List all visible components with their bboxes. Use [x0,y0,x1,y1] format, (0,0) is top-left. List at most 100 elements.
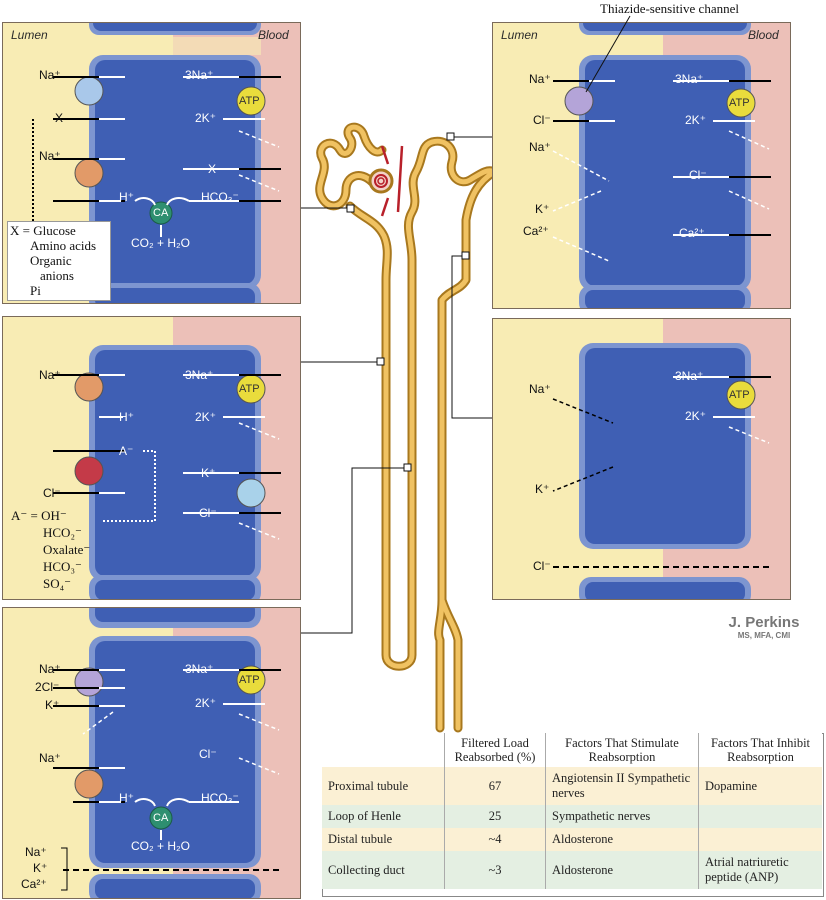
h-label: H⁺ [119,410,134,424]
blood-label: Blood [748,28,779,42]
atp-label: ATP [239,95,260,107]
table-header-row: Filtered Load Reabsorbed (%) Factors Tha… [322,733,822,767]
ca-out-label: Ca²⁺ [679,226,705,240]
collecting-duct-panel: Na⁺ K⁺ 3Na⁺ 2K⁺ Cl⁻ ATP [492,318,791,600]
cl-label: Cl⁻ [533,113,551,127]
artist-name: J. Perkins [728,614,800,631]
pct-cell: 25 [444,805,546,828]
thick-ascending-panel: Na⁺ H⁺ A⁻ Cl⁻ 3Na⁺ 2K⁺ K⁺ Cl⁻ ATP A⁻ = O… [2,316,301,600]
table-header-cell [322,733,445,767]
summary-table: Filtered Load Reabsorbed (%) Factors Tha… [322,733,822,889]
k-label: K⁺ [45,698,60,712]
hco3-label: HCO₃⁻ [201,190,239,204]
na-label: Na⁺ [39,68,61,82]
three-na-label: 3Na⁺ [185,68,214,82]
a-key-item: HCO₂⁻ [43,525,82,540]
table-header-cell: Filtered Load Reabsorbed (%) [444,733,546,767]
three-na-label: 3Na⁺ [675,72,704,86]
inhibit-cell [698,805,822,828]
segment-cell: Proximal tubule [328,778,409,793]
na-label: Na⁺ [529,382,551,396]
atp-label: ATP [729,97,750,109]
two-k-label: 2K⁺ [685,113,707,127]
table-header-cell: Factors That Inhibit Reabsorption [698,733,822,767]
para-ca-label: Ca²⁺ [21,877,47,891]
x-key-item: Pi [30,283,41,298]
x-key-head: X = Glucose [10,223,76,238]
distal-tubule-panel: Lumen Blood Na⁺ Cl⁻ Na⁺ K⁺ Ca²⁺ 3Na⁺ 2K⁺… [492,22,791,309]
cl-out-label: Cl⁻ [689,168,707,182]
cl-label: Cl⁻ [533,559,551,573]
stimulate-cell: Aldosterone [545,828,699,851]
hco3-label: HCO₃⁻ [201,791,239,805]
three-na-label: 3Na⁺ [675,369,704,383]
ca-label: Ca²⁺ [523,224,549,238]
k-label: K⁺ [201,466,216,480]
lumen-label: Lumen [501,28,538,42]
atp-label: ATP [239,383,260,395]
pct-cell: ~4 [444,828,546,851]
k-label: K⁺ [535,202,550,216]
co2-label: CO₂ + H₂O [131,236,190,250]
atp-label: ATP [239,674,260,686]
x-key-item: Amino acids [30,238,97,253]
artist-signature: J. Perkins MS, MFA, CMI [716,614,812,640]
stimulate-cell: Sympathetic nerves [545,805,699,828]
segment-cell: Loop of Henle [328,809,401,823]
a-key-item: Oxalate⁻ [43,542,91,557]
loop-panel: Na⁺ 2Cl⁻ K⁺ Na⁺ H⁺ HCO₃⁻ CA CO₂ + H₂O 3N… [2,607,301,899]
three-na-label: 3Na⁺ [185,368,214,382]
stimulate-cell: Angiotensin II Sympathetic nerves [545,767,699,805]
a-key-item: SO₄⁻ [43,576,72,591]
inhibit-cell [698,828,822,851]
cl-label: Cl⁻ [199,747,217,761]
k-label: K⁺ [535,482,550,496]
table-header-cell: Factors That Stimulate Reabsorption [545,733,699,767]
na-label: Na⁺ [39,662,61,676]
three-na-label: 3Na⁺ [185,662,214,676]
two-k-label: 2K⁺ [685,409,707,423]
two-cl-label: 2Cl⁻ [35,680,60,694]
two-k-label: 2K⁺ [195,410,217,424]
two-k-label: 2K⁺ [195,111,217,125]
table-row: Collecting duct ~3 Aldosterone Atrial na… [322,851,822,889]
table-row: Proximal tubule 67 Angiotensin II Sympat… [322,767,822,805]
table-row: Distal tubule ~4 Aldosterone [322,828,822,851]
proximal-tubule-panel: Lumen Blood Na⁺ X Na⁺ 3Na⁺ 2K⁺ X H⁺ HCO₃… [2,22,301,304]
na-dash-label: Na⁺ [529,140,551,154]
ca-label: CA [153,812,169,824]
co2-label: CO₂ + H₂O [131,839,190,853]
a-label: A⁻ [119,444,134,458]
a-key-box: A⁻ = OH⁻ HCO₂⁻ Oxalate⁻ HCO₃⁻ SO₄⁻ [9,507,103,595]
x-out-label: X [208,162,217,176]
artist-credentials: MS, MFA, CMI [737,631,791,640]
a-key-head: A⁻ = OH⁻ [11,508,67,523]
atp-label: ATP [729,389,750,401]
x-key-item: anions [40,268,74,283]
inhibit-cell: Atrial natriuretic peptide (ANP) [698,851,822,889]
a-key-item: HCO₃⁻ [43,559,82,574]
na-label-2: Na⁺ [39,149,61,163]
table-row: Loop of Henle 25 Sympathetic nerves [322,805,822,828]
two-k-label: 2K⁺ [195,696,217,710]
na-label: Na⁺ [529,72,551,86]
cl-label: Cl⁻ [43,486,61,500]
cl-out-label: Cl⁻ [199,506,217,520]
pct-cell: 67 [444,767,546,805]
pct-cell: ~3 [444,851,546,889]
para-k-label: K⁺ [33,861,48,875]
na-label: Na⁺ [39,368,61,382]
h-label: H⁺ [119,190,134,204]
ca-label: CA [153,207,169,219]
inhibit-cell: Dopamine [698,767,822,805]
x-in-label: X [55,111,64,125]
segment-cell: Collecting duct [328,862,405,877]
lumen-label: Lumen [11,28,48,42]
stimulate-cell: Aldosterone [545,851,699,889]
h-label: H⁺ [119,791,134,805]
x-key-box: X = Glucose Amino acids Organic anions P… [7,221,111,301]
thiazide-channel-label: Thiazide-sensitive channel [600,1,739,16]
x-key-item: Organic [30,253,72,268]
segment-cell: Distal tubule [328,832,393,846]
